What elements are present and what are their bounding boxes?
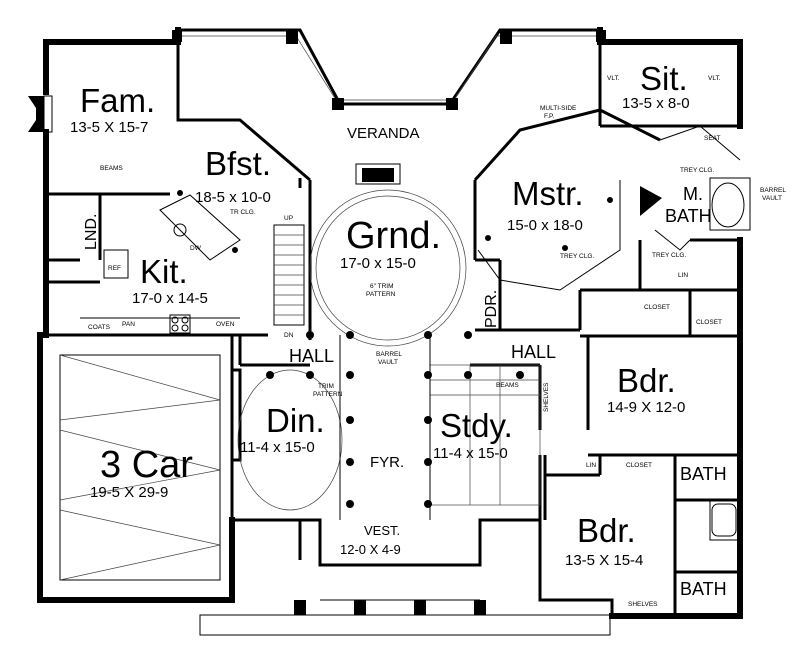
note-trim: 6" TRIM xyxy=(370,283,394,290)
note-beams-fam: BEAMS xyxy=(100,165,123,172)
note-barrel: BARREL xyxy=(376,351,402,358)
note-trey-bfst: TR CLG. xyxy=(230,209,256,216)
note-trey-bath: TREY CLG. xyxy=(680,167,714,174)
note-oven: OVEN xyxy=(216,321,235,328)
room-kit-name: Kit. xyxy=(140,253,188,290)
note-closet3: CLOSET xyxy=(626,462,652,469)
note-shelves: SHELVES xyxy=(628,601,658,608)
room-labels: Fam. 13-5 X 15-7 Bfst. 18-5 x 10-0 Kit. … xyxy=(70,60,727,599)
note-trey-mb: TREY CLG. xyxy=(652,252,686,259)
note-trim2: TRIM xyxy=(318,383,334,390)
note-closet1: CLOSET xyxy=(644,304,670,311)
note-lin2: LIN xyxy=(586,462,596,469)
room-hall-left-name: HALL xyxy=(289,346,334,366)
room-sit-name: Sit. xyxy=(640,60,688,97)
room-bdr2-name: Bdr. xyxy=(577,512,636,549)
room-bdr1-name: Bdr. xyxy=(617,362,676,399)
room-stdy-name: Stdy. xyxy=(440,407,513,444)
room-vest-name: VEST. xyxy=(364,523,400,538)
note-ref: REF xyxy=(108,265,121,272)
note-trey-mstr: TREY CLG. xyxy=(560,253,594,260)
room-mstr-dims: 15-0 x 18-0 xyxy=(507,217,583,234)
room-grnd-dims: 17-0 x 15-0 xyxy=(340,255,416,272)
room-bdr2-dims: 13-5 X 15-4 xyxy=(565,552,643,569)
note-seat: SEAT xyxy=(704,135,721,142)
fireplace-icon xyxy=(28,95,53,133)
room-grnd-name: Grnd. xyxy=(346,215,441,257)
note-dn: DN xyxy=(284,332,294,339)
note-pattern: PATTERN xyxy=(366,291,396,298)
room-mbath-name1: M. xyxy=(683,184,703,204)
note-lin1: LIN xyxy=(678,272,688,279)
note-vlt1: VLT. xyxy=(607,75,620,82)
veranda-outline xyxy=(172,28,606,110)
note-multi: MULTI-SIDE xyxy=(540,105,577,112)
note-barrel2: BARREL xyxy=(760,187,786,194)
note-shelves-v: SHELVES xyxy=(543,382,550,412)
annotations: BEAMS TR CLG. UP DN 6" TRIM PATTERN BARR… xyxy=(88,75,786,608)
note-closet2: CLOSET xyxy=(696,319,722,326)
columns xyxy=(177,190,613,508)
note-up: UP xyxy=(284,215,293,222)
room-lnd-name: LND. xyxy=(83,214,100,250)
room-bfst-name: Bfst. xyxy=(205,145,271,182)
note-coats: COATS xyxy=(88,324,111,331)
room-vest-dims: 12-0 X 4-9 xyxy=(340,542,401,557)
room-bfst-dims: 18-5 x 10-0 xyxy=(195,189,271,206)
room-veranda-name: VERANDA xyxy=(347,125,420,142)
note-dw: DW xyxy=(190,245,202,252)
room-fam-dims: 13-5 X 15-7 xyxy=(70,119,148,136)
room-kit-dims: 17-0 x 14-5 xyxy=(132,290,208,307)
note-vault2: VAULT xyxy=(762,195,782,202)
room-garage-dims: 19-5 X 29-9 xyxy=(90,484,168,501)
note-vault: VAULT xyxy=(378,359,398,366)
room-fyr-name: FYR. xyxy=(370,454,404,471)
interior-walls xyxy=(46,42,751,636)
note-pattern2: PATTERN xyxy=(313,391,343,398)
room-din-name: Din. xyxy=(266,402,325,439)
room-bdr1-dims: 14-9 X 12-0 xyxy=(607,399,685,416)
room-hall-right-name: HALL xyxy=(511,342,556,362)
room-pdr-name: PDR. xyxy=(483,290,500,328)
room-stdy-dims: 11-4 x 15-0 xyxy=(433,445,508,462)
room-bath2-name: BATH xyxy=(680,579,727,599)
note-pan: PAN xyxy=(122,321,135,328)
room-bath1-name: BATH xyxy=(680,464,727,484)
note-beams-stdy: BEAMS xyxy=(496,382,519,389)
room-garage-name: 3 Car xyxy=(100,444,193,486)
room-mbath-name2: BATH xyxy=(665,206,712,226)
room-mstr-name: Mstr. xyxy=(512,175,584,212)
room-din-dims: 11-4 x 15-0 xyxy=(240,439,315,456)
room-fam-name: Fam. xyxy=(80,82,155,119)
note-fp: F.P. xyxy=(544,113,555,120)
note-vlt2: VLT. xyxy=(708,75,721,82)
room-sit-dims: 13-5 x 8-0 xyxy=(622,95,690,112)
